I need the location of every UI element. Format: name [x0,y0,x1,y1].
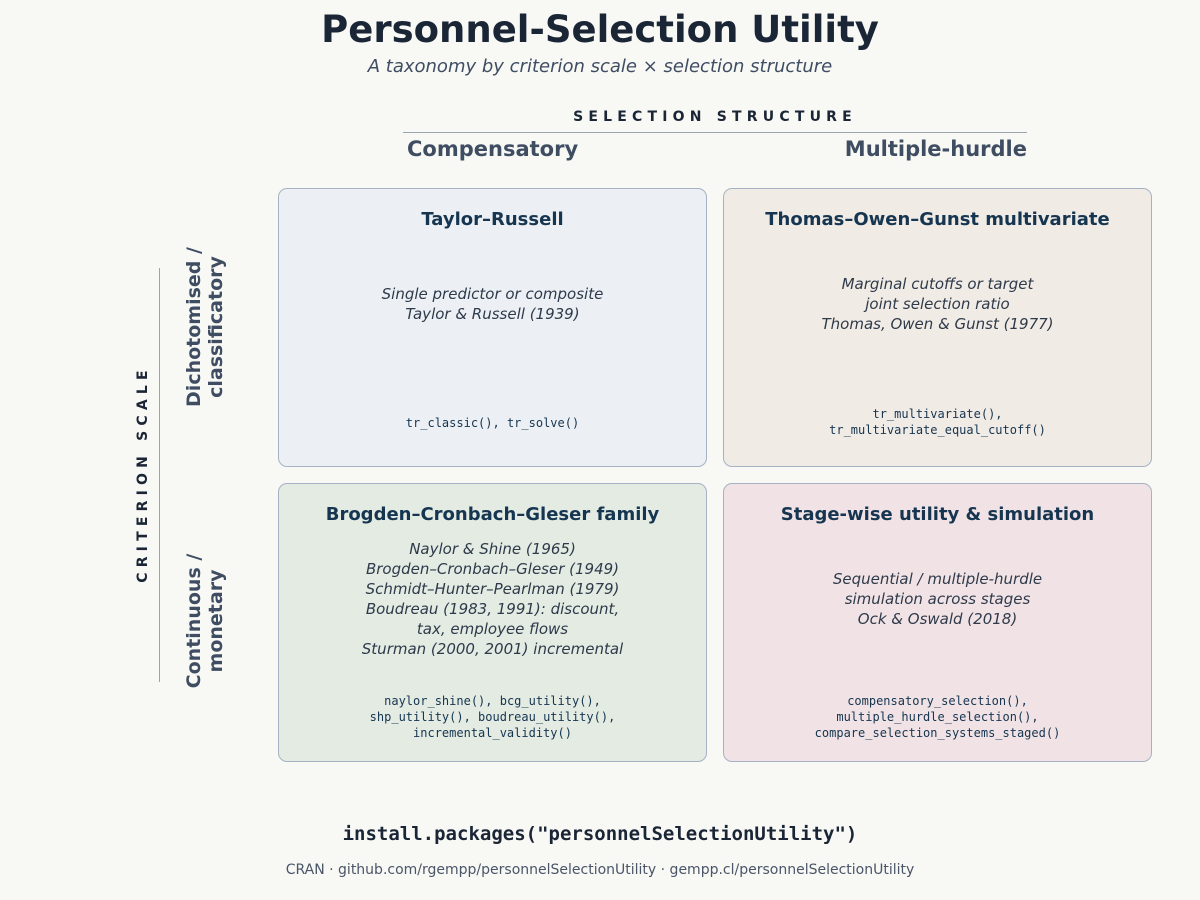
page-title: Personnel-Selection Utility [321,8,879,51]
description-line: joint selection ratio [865,295,1010,313]
cell-functions: tr_multivariate(), tr_multivariate_equal… [724,406,1151,438]
function-line: tr_multivariate_equal_cutoff() [829,423,1046,437]
cell-brogden-cronbach-gleser: Brogden–Cronbach–Gleser family Naylor & … [278,483,707,762]
description-line: Marginal cutoffs or target [841,275,1034,293]
row-label-line: classificatory [205,256,227,398]
selection-structure-axis-label: SELECTION STRUCTURE [573,109,857,125]
function-line: shp_utility(), boudreau_utility(), [369,710,616,724]
description-line: tax, employee flows [416,620,569,638]
cell-functions: compensatory_selection(), multiple_hurdl… [724,693,1151,741]
description-line: Brogden–Cronbach–Gleser (1949) [365,560,620,578]
function-line: compensatory_selection(), [847,694,1028,708]
cell-taylor-russell: Taylor–Russell Single predictor or compo… [278,188,707,467]
cell-thomas-owen-gunst: Thomas–Owen–Gunst multivariate Marginal … [723,188,1152,467]
description-line: Boudreau (1983, 1991): discount, [365,600,620,618]
cell-description: Naylor & Shine (1965) Brogden–Cronbach–G… [279,539,706,659]
description-line: Schmidt–Hunter–Pearlman (1979) [365,580,620,598]
description-line: Sequential / multiple-hurdle [832,570,1043,588]
function-line: compare_selection_systems_staged() [814,726,1061,740]
function-line: multiple_hurdle_selection(), [836,710,1039,724]
description-line: Taylor & Russell (1939) [405,305,580,323]
row-label-line: Dichotomised / [183,247,205,407]
description-line: simulation across stages [844,590,1031,608]
cell-stage-wise-utility: Stage-wise utility & simulation Sequenti… [723,483,1152,762]
function-line: tr_multivariate(), [872,407,1003,421]
description-line: Single predictor or composite [381,285,604,303]
selection-structure-axis-line [403,132,1027,133]
function-line: tr_classic(), tr_solve() [405,416,580,430]
cell-title: Taylor–Russell [421,209,564,230]
description-line: Thomas, Owen & Gunst (1977) [821,315,1054,333]
description-line: Sturman (2000, 2001) incremental [361,640,624,658]
column-label-multiple-hurdle: Multiple-hurdle [844,137,1027,161]
description-line: Naylor & Shine (1965) [409,540,576,558]
cell-description: Sequential / multiple-hurdle simulation … [724,569,1151,629]
criterion-scale-axis-text: CRITERION SCALE [135,365,151,583]
function-line: naylor_shine(), bcg_utility(), [384,694,601,708]
footer-links: CRAN · github.com/rgempp/personnelSelect… [285,862,915,878]
cell-description: Marginal cutoffs or target joint selecti… [724,274,1151,334]
description-line: Ock & Oswald (2018) [857,610,1018,628]
row-label-line: monetary [205,569,227,673]
install-command: install.packages("personnelSelectionUtil… [342,823,858,845]
page-subtitle: A taxonomy by criterion scale × selectio… [367,56,833,77]
row-label-line: Continuous / [183,553,205,689]
cell-title: Brogden–Cronbach–Gleser family [325,504,660,525]
cell-title: Thomas–Owen–Gunst multivariate [765,209,1110,230]
column-label-compensatory: Compensatory [407,137,579,161]
cell-functions: tr_classic(), tr_solve() [279,415,706,431]
function-line: incremental_validity() [413,726,572,740]
cell-title: Stage-wise utility & simulation [780,504,1095,525]
cell-functions: naylor_shine(), bcg_utility(), shp_utili… [279,693,706,741]
criterion-scale-axis-line [159,268,160,682]
cell-description: Single predictor or composite Taylor & R… [279,284,706,324]
